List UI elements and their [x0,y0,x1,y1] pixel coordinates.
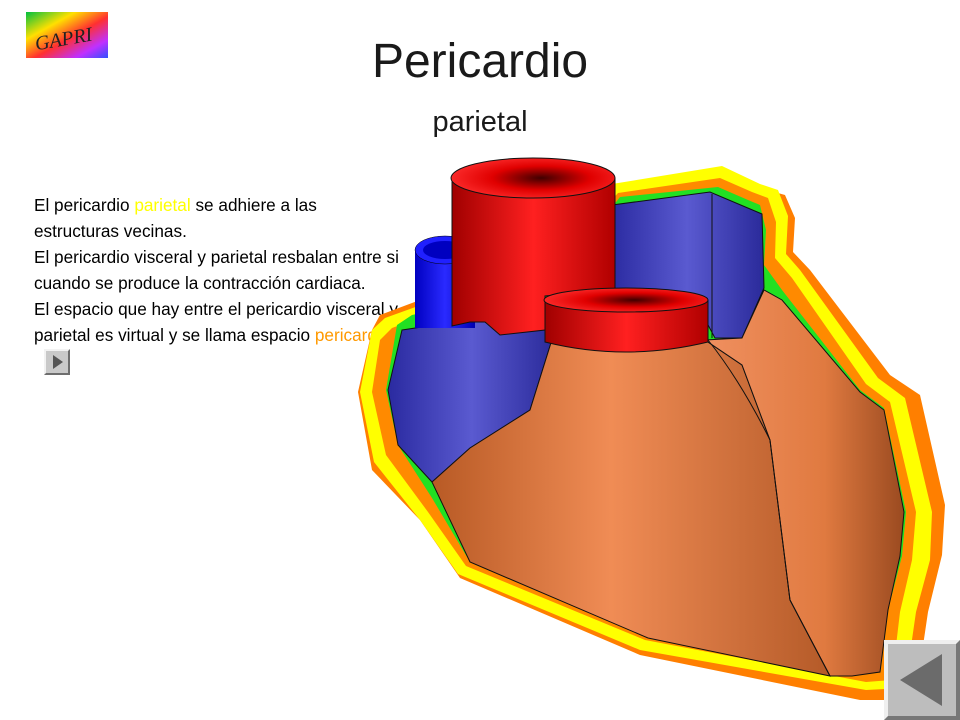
play-triangle-icon [53,355,63,370]
back-triangle-icon [900,654,942,706]
highlight-parietal: parietal [134,195,191,215]
page-subtitle: parietal [432,106,528,138]
description-text: El pericardio parietal se adhiere a las … [34,192,404,376]
back-button[interactable] [884,640,960,720]
text-p1-after: se adhiere a las estructuras vecinas. [34,195,317,241]
text-p3-before: El espacio que hay entre el pericardio v… [34,299,398,345]
pulmonary-artery [544,299,709,353]
aorta [451,177,616,336]
gapri-logo: GAPRI [26,12,108,58]
text-p2: El pericardio visceral y parietal resbal… [34,247,399,293]
play-button[interactable] [44,349,70,376]
page-title: Pericardio [371,35,589,88]
text-p1-before: El pericardio [34,195,135,215]
